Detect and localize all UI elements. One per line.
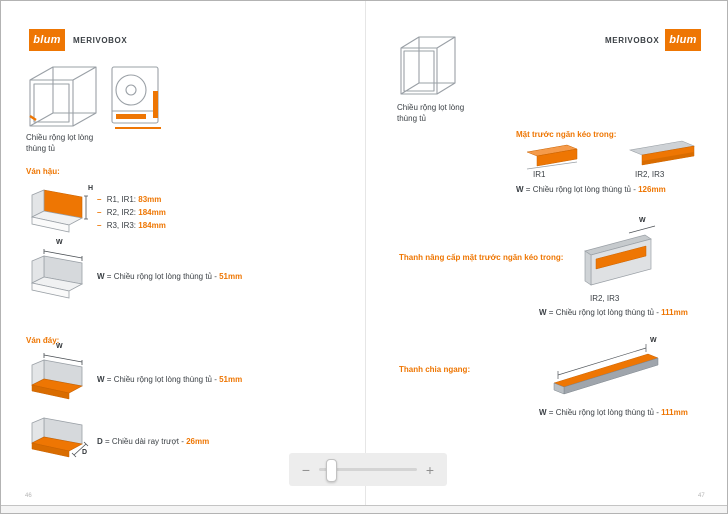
list-bullet: –	[97, 208, 102, 217]
divider-bar-heading: Thanh chia ngang:	[399, 365, 471, 374]
zoom-in-button[interactable]: +	[425, 461, 435, 478]
list-bullet: –	[97, 221, 102, 230]
list-item: – R3, IR3: 184mm	[97, 219, 166, 232]
width-dim-label: W	[639, 217, 646, 224]
drawer-profile-drawing	[109, 63, 163, 131]
inner-front-ir23-drawing	[628, 137, 698, 171]
upgrade-bar-drawing: W	[577, 217, 661, 291]
blum-logo: blum	[29, 29, 65, 51]
zoom-slider-track[interactable]	[319, 459, 417, 482]
formula-value: 51mm	[219, 272, 243, 281]
inner-front-ir1-drawing	[525, 142, 579, 170]
list-value: 184mm	[138, 221, 166, 230]
cabinet-caption: Chiều rộng lọt lòng thùng tủ	[26, 133, 94, 153]
inner-front-heading: Mặt trước ngăn kéo trong:	[516, 130, 617, 139]
height-dim-label: H	[88, 185, 94, 192]
viewer-bottom-strip	[1, 505, 727, 513]
inner-front-formula: W = Chiều rộng lọt lòng thùng tủ - 126mm	[516, 185, 666, 194]
list-value: 184mm	[138, 208, 166, 217]
formula-text: = Chiều dài ray trượt -	[105, 437, 184, 446]
page-gutter	[365, 1, 366, 505]
product-name: MERIVOBOX	[605, 36, 660, 45]
cabinet-iso-drawing	[25, 63, 103, 131]
bottom-panel-heading: Ván đáy:	[26, 336, 60, 345]
slide-depth-formula: D = Chiều dài ray trượt - 26mm	[97, 437, 209, 446]
variant-label-ir23: IR2, IR3	[590, 294, 620, 303]
width-dim-label: W	[56, 239, 63, 246]
formula-var: W	[539, 308, 547, 317]
formula-var: D	[97, 437, 103, 446]
list-item: – R1, IR1: 83mm	[97, 193, 166, 206]
formula-var: W	[516, 185, 524, 194]
zoom-out-button[interactable]: −	[301, 461, 311, 478]
product-name: MERIVOBOX	[73, 36, 128, 45]
depth-dim-label: D	[82, 449, 88, 456]
bottom-panel-width-formula: W = Chiều rộng lọt lòng thùng tủ - 51mm	[97, 375, 242, 384]
divider-bar-formula: W = Chiều rộng lọt lòng thùng tủ - 111mm	[539, 408, 688, 417]
page-number-left: 46	[25, 493, 32, 499]
list-label: R2, IR2:	[106, 208, 137, 217]
formula-value: 126mm	[638, 185, 666, 194]
divider-bar-drawing: W	[550, 337, 668, 401]
blum-logo-text: blum	[33, 34, 61, 46]
formula-var: W	[97, 272, 105, 281]
formula-text: = Chiều rộng lọt lòng thùng tủ -	[106, 375, 217, 384]
formula-text: = Chiều rộng lọt lòng thùng tủ -	[106, 272, 217, 281]
list-item: – R2, IR2: 184mm	[97, 206, 166, 219]
list-label: R1, IR1:	[106, 195, 137, 204]
cabinet-caption: Chiều rộng lọt lòng thùng tủ	[397, 103, 465, 123]
back-panel-height-drawing: H	[26, 183, 94, 239]
formula-value: 111mm	[661, 308, 688, 317]
back-panel-width-formula: W = Chiều rộng lọt lòng thùng tủ - 51mm	[97, 272, 242, 281]
back-panel-size-list: – R1, IR1: 83mm – R2, IR2: 184mm – R3, I…	[97, 193, 166, 232]
back-panel-width-drawing: W	[26, 239, 90, 305]
formula-var: W	[97, 375, 105, 384]
formula-text: = Chiều rộng lọt lòng thùng tủ -	[525, 185, 636, 194]
cabinet-iso-drawing	[397, 34, 461, 98]
list-value: 83mm	[138, 195, 162, 204]
zoom-slider: − +	[289, 453, 447, 486]
formula-text: = Chiều rộng lọt lòng thùng tủ -	[548, 408, 659, 417]
width-dim-label: W	[56, 343, 63, 350]
variant-label-ir23: IR2, IR3	[635, 170, 665, 179]
bottom-panel-width-drawing: W	[26, 343, 90, 405]
back-panel-heading: Ván hậu:	[26, 167, 60, 176]
blum-logo-text: blum	[669, 34, 697, 46]
variant-label-ir1: IR1	[533, 170, 546, 179]
width-dim-label: W	[650, 337, 657, 344]
bottom-panel-depth-drawing: D	[26, 411, 90, 465]
upgrade-bar-formula: W = Chiều rộng lọt lòng thùng tủ - 111mm	[539, 308, 688, 317]
blum-logo: blum	[665, 29, 701, 51]
formula-value: 51mm	[219, 375, 243, 384]
formula-text: = Chiều rộng lọt lòng thùng tủ -	[548, 308, 659, 317]
list-bullet: –	[97, 195, 102, 204]
zoom-slider-handle[interactable]	[326, 459, 337, 482]
formula-var: W	[539, 408, 547, 417]
formula-value: 111mm	[661, 408, 688, 417]
page-number-right: 47	[698, 493, 705, 499]
upgrade-bar-heading: Thanh nâng cấp mặt trước ngăn kéo trong:	[399, 253, 564, 262]
list-label: R3, IR3:	[106, 221, 137, 230]
formula-value: 26mm	[186, 437, 210, 446]
